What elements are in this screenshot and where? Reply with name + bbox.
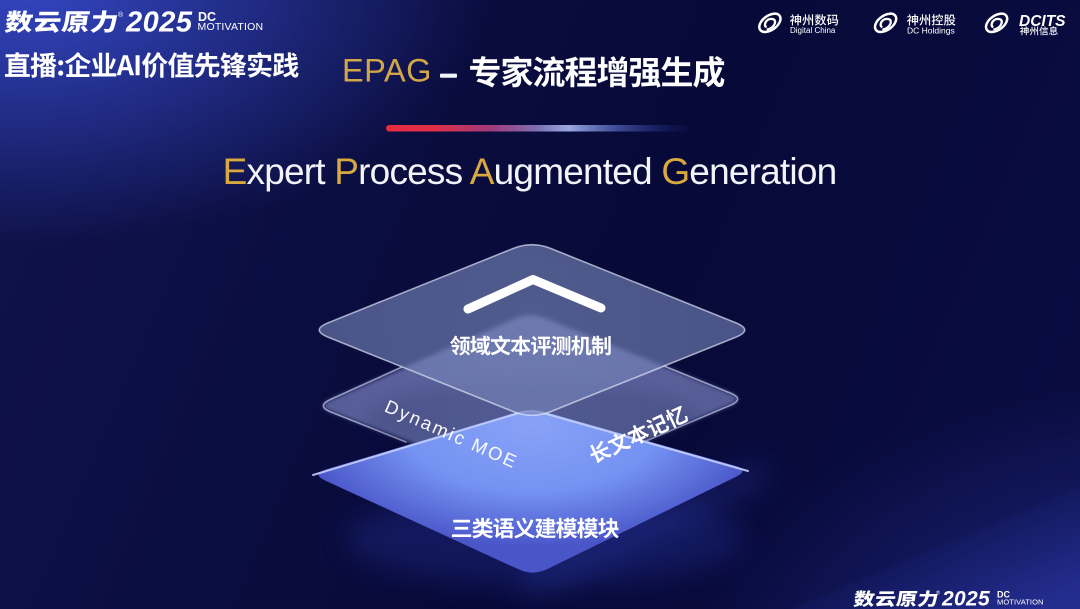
- svg-text:®: ®: [118, 11, 124, 19]
- svg-text:®: ®: [936, 590, 940, 597]
- svg-text:DC Holdings: DC Holdings: [907, 26, 955, 36]
- svg-text:DC: DC: [997, 590, 1010, 600]
- svg-text:2025: 2025: [125, 7, 193, 39]
- svg-text:Digital China: Digital China: [790, 26, 836, 35]
- svg-text:MOTIVATION: MOTIVATION: [997, 598, 1044, 607]
- svg-text:2025: 2025: [941, 588, 990, 609]
- svg-text:MOTIVATION: MOTIVATION: [198, 21, 264, 33]
- svg-text:DCITS: DCITS: [1019, 13, 1066, 30]
- svg-text:DC: DC: [198, 10, 216, 24]
- svg-text:EPAG: EPAG: [342, 53, 432, 89]
- svg-text:Expert Process Augmented Gener: Expert Process Augmented Generation: [223, 151, 837, 192]
